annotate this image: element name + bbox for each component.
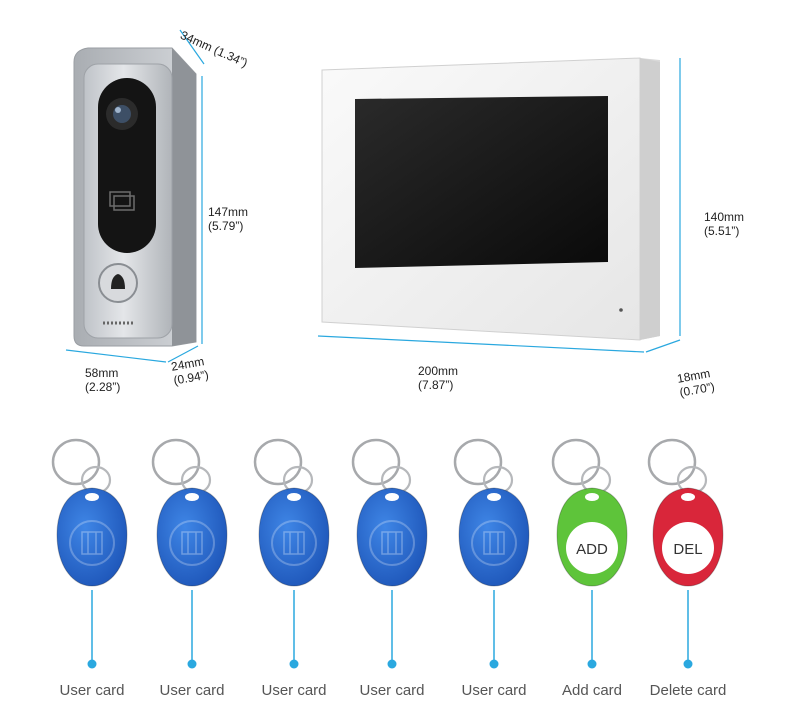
monitor-dimension-lines — [317, 58, 681, 353]
rfid-tag-1 — [51, 438, 128, 669]
bell-icon — [111, 274, 125, 289]
leader-dot — [683, 659, 693, 669]
tag-logo-icon — [283, 531, 305, 555]
tag-emboss — [369, 520, 415, 566]
tag-emboss — [69, 520, 115, 566]
rfid-tag-7: DEL — [647, 438, 724, 669]
card-label-5: User card — [461, 682, 527, 699]
rfid-tags: ADD DEL — [51, 438, 724, 669]
card-label-6: Add card — [561, 682, 623, 699]
tag-hole — [287, 493, 301, 501]
tag-emboss — [471, 520, 517, 566]
leader-dot — [289, 659, 299, 669]
doorbell-height-label: 147mm (5.79”) — [208, 205, 249, 233]
rfid-tag-5 — [453, 438, 530, 669]
key-ring-icon — [453, 438, 503, 486]
tag-hole — [385, 493, 399, 501]
tag-hole — [585, 493, 599, 501]
key-ring-icon — [647, 438, 697, 486]
indoor-monitor — [321, 57, 660, 341]
tag-body — [56, 487, 128, 587]
key-ring-icon — [351, 438, 401, 486]
rfid-tag-4 — [351, 438, 428, 669]
tag-emboss — [271, 520, 317, 566]
tag-hole — [185, 493, 199, 501]
card-label-4: User card — [359, 682, 425, 699]
tag-body — [356, 487, 428, 587]
tag-label-disc — [566, 522, 618, 574]
tag-body — [156, 487, 228, 587]
leader-dot — [489, 659, 499, 669]
monitor-screen — [355, 96, 608, 268]
tag-label-disc — [662, 522, 714, 574]
leader-dot — [587, 659, 597, 669]
monitor-mic — [619, 308, 623, 312]
doorbell-dimension-lines — [65, 29, 205, 363]
key-ring-icon — [253, 438, 303, 486]
doorbell-width-label: 58mm (2.28”) — [85, 366, 121, 394]
tag-logo-icon — [381, 531, 403, 555]
card-label-7: Delete card — [649, 682, 727, 699]
tag-hole — [487, 493, 501, 501]
rfid-reader-icon — [109, 191, 135, 211]
card-label-2: User card — [159, 682, 225, 699]
tag-body — [258, 487, 330, 587]
tag-logo-icon — [81, 531, 103, 555]
tag-text: ADD — [576, 541, 608, 558]
key-ring-icon — [51, 438, 101, 486]
tag-logo-icon — [181, 531, 203, 555]
rfid-tag-6: ADD — [551, 438, 628, 669]
key-ring-icon — [551, 438, 601, 486]
monitor-height-label: 140mm (5.51”) — [704, 210, 745, 238]
leader-dot — [387, 659, 397, 669]
tag-emboss — [169, 520, 215, 566]
card-label-3: User card — [261, 682, 327, 699]
tag-body — [458, 487, 530, 587]
leader-dot — [187, 659, 197, 669]
tag-logo-icon — [483, 531, 505, 555]
rfid-tag-2 — [151, 438, 228, 669]
monitor-width-label: 200mm (7.87”) — [418, 364, 459, 392]
doorbell-unit — [73, 47, 197, 347]
tag-hole — [681, 493, 695, 501]
leader-dot — [87, 659, 97, 669]
card-label-1: User card — [59, 682, 125, 699]
key-ring-icon — [151, 438, 201, 486]
tag-text: DEL — [673, 541, 702, 558]
rfid-tag-3 — [253, 438, 330, 669]
tag-hole — [85, 493, 99, 501]
